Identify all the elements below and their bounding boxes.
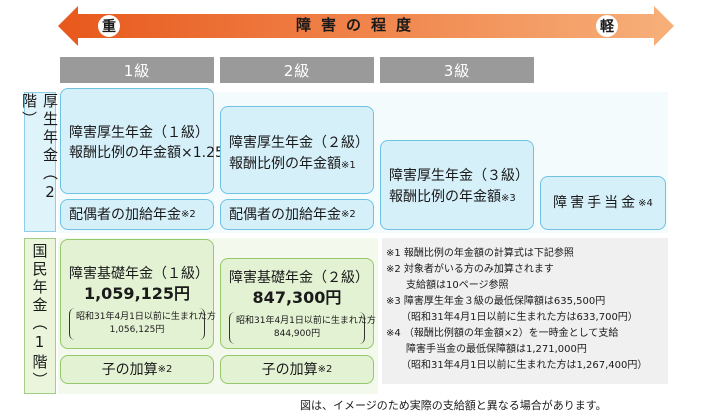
kousei-grade1-spouse-box: 配偶者の加給年金※2 [60, 199, 214, 230]
kokumin-grade1-title: 障害基礎年金（１級） [69, 266, 209, 282]
note-mark: ※2 [317, 364, 333, 375]
kokumin-grade2-title: 障害基礎年金（２級） [229, 270, 369, 286]
old-birth-label: 昭和31年4月1日以前に生まれた方 [76, 312, 216, 322]
note-mark: ※4 [638, 197, 653, 209]
arrow-title: 障害の程度 [296, 16, 422, 34]
note-line: ※4 （報酬比例額の年金額×2）を一時金として支給 [386, 328, 619, 339]
old-birth-label: 昭和31年4月1日以前に生まれた方 [236, 316, 376, 326]
grade-header-2: 2級 [220, 57, 374, 83]
kousei-grade1-amount: 報酬比例の年金額×1.25 [69, 145, 224, 161]
note-line: （昭和31年4月1日以前に生まれた方は633,700円） [386, 312, 638, 323]
note-mark: ※1 [341, 160, 356, 171]
child-addition-label: 子の加算 [101, 361, 158, 378]
note-mark: ※2 [181, 209, 196, 220]
old-birth-amount: 1,056,125円 [109, 325, 165, 335]
severity-arrow [58, 6, 674, 46]
mild-end-label: 軽 [596, 15, 618, 37]
note-mark: ※2 [341, 209, 356, 220]
kousei-nenkin-label: 厚生年金（2階） [20, 92, 59, 232]
kousei-grade1-box: 障害厚生年金（１級） 報酬比例の年金額×1.25 [60, 88, 224, 194]
note-line: （昭和31年4月1日以前に生まれた方は1,267,400円） [386, 360, 648, 371]
note-line: ※3 障害厚生年金３級の最低保障額は635,500円 [386, 296, 606, 307]
kousei-grade2-amount: 報酬比例の年金額 [229, 156, 341, 172]
shougai-teate-label: 障害手当金 [553, 195, 639, 211]
note-line: 支給額は10ページ参照 [386, 280, 509, 291]
kousei-grade2-spouse-box: 配偶者の加給年金※2 [220, 199, 374, 230]
kokumin-grade2-old-box: 昭和31年4月1日以前に生まれた方 844,900円 [229, 312, 376, 344]
kokumin-grade1-box: 障害基礎年金（１級） 1,059,125円 昭和31年4月1日以前に生まれた方 … [60, 239, 216, 349]
kokumin-grade1-child-box: 子の加算※2 [60, 355, 214, 384]
kokumin-grade2-child-box: 子の加算※2 [220, 355, 374, 384]
kousei-grade3-box: 障害厚生年金（３級） 報酬比例の年金額※3 [380, 140, 534, 230]
child-addition-label: 子の加算 [261, 361, 318, 378]
kokumin-nenkin-label: 国民年金（1階） [24, 238, 56, 394]
notes-panel [382, 238, 668, 384]
kousei-grade3-title: 障害厚生年金（３級） [389, 168, 529, 184]
severe-end-label: 重 [98, 15, 120, 37]
old-birth-amount: 844,900円 [273, 329, 321, 339]
note-line: ※1 報酬比例の年金額の計算式は下記参照 [386, 248, 574, 259]
kokumin-grade1-amount: 1,059,125円 [83, 284, 191, 303]
spouse-addition-label: 配偶者の加給年金 [229, 206, 341, 223]
shougai-teate-box: 障害手当金※4 [540, 176, 666, 230]
kousei-grade2-title: 障害厚生年金（２級） [229, 135, 369, 151]
kousei-grade3-amount: 報酬比例の年金額 [389, 189, 501, 205]
note-line: ※2 対象者がいる方のみ加算されます [386, 264, 554, 275]
spouse-addition-label: 配偶者の加給年金 [69, 206, 181, 223]
kokumin-grade2-box: 障害基礎年金（２級） 847,300円 昭和31年4月1日以前に生まれた方 84… [220, 258, 376, 349]
note-mark: ※2 [157, 364, 173, 375]
grade-header-1: 1級 [60, 57, 214, 83]
note-line: 障害手当金の最低保障額は1,271,000円 [386, 344, 587, 355]
caption: 図は、イメージのため実際の支給額と異なる場合があります。 [300, 399, 607, 412]
kousei-grade1-title: 障害厚生年金（１級） [69, 125, 209, 141]
kokumin-grade1-old-box: 昭和31年4月1日以前に生まれた方 1,056,125円 [69, 308, 216, 340]
kousei-grade2-box: 障害厚生年金（２級） 報酬比例の年金額※1 [220, 106, 374, 194]
notes-list: ※1 報酬比例の年金額の計算式は下記参照 ※2 対象者がいる方のみ加算されます … [386, 246, 666, 374]
kokumin-grade2-amount: 847,300円 [252, 288, 342, 307]
grade-header-3: 3級 [380, 57, 534, 83]
note-mark: ※3 [501, 193, 516, 204]
